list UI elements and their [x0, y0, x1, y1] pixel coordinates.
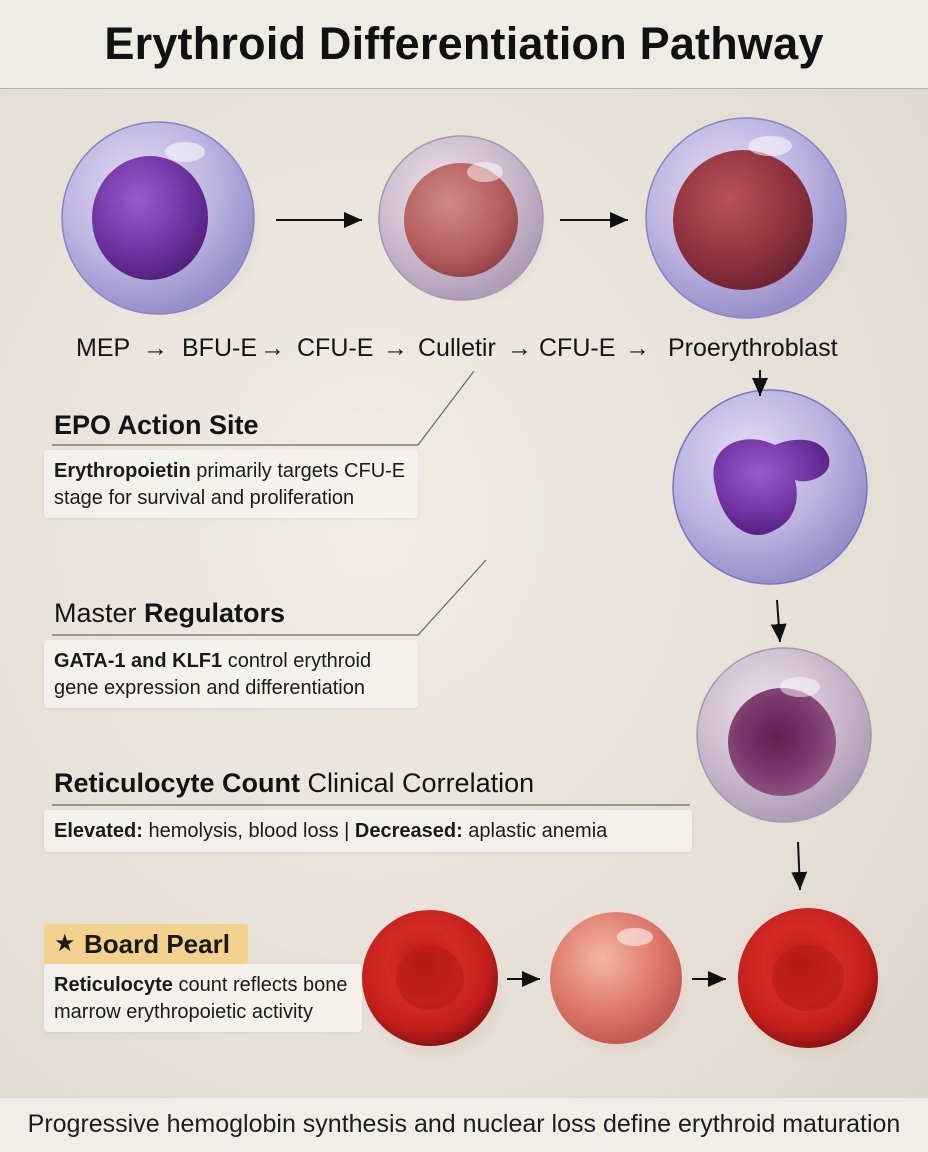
cell-reticulocyte	[550, 912, 688, 1057]
stage-label: Culletir	[418, 334, 496, 362]
regulators-box: GATA-1 and KLF1 control erythroid gene ex…	[44, 640, 418, 708]
epo-term: Erythropoietin	[54, 460, 191, 482]
epo-text: Erythropoietin primarily targets CFU-E st…	[54, 458, 405, 512]
regulators-term: GATA-1 and KLF1	[54, 650, 223, 672]
decreased-label: Decreased:	[354, 820, 463, 842]
retic-text: Elevated: hemolysis, blood loss | Decrea…	[54, 818, 607, 845]
board-pearl-title: Board Pearl	[84, 929, 230, 959]
board-pearl-box: Reticulocyte count reflects bone marrow e…	[44, 964, 362, 1032]
arrow-4	[770, 599, 787, 643]
epo-box: Erythropoietin primarily targets CFU-E st…	[44, 450, 418, 518]
cell-orthochromatic	[696, 647, 872, 823]
epo-text-line2: stage for survival and proliferation	[54, 487, 355, 509]
pearl-term: Reticulocyte	[54, 974, 173, 996]
stage-label: MEP	[76, 334, 131, 362]
regulators-heading: Master Regulators	[54, 598, 285, 629]
board-pearl-badge: ★ Board Pearl	[44, 924, 248, 964]
regulators-title-normal: Master	[54, 598, 145, 628]
epo-title: EPO Action Site	[54, 410, 259, 440]
arrow-5	[791, 841, 808, 891]
retic-title-normal: Clinical Correlation	[300, 768, 535, 798]
retic-title-bold: Reticulocyte Count	[54, 768, 301, 798]
footer-bar: Progressive hemoglobin synthesis and nuc…	[0, 1098, 928, 1152]
board-pearl-text: Reticulocyte count reflects bone marrow e…	[54, 972, 348, 1026]
stage-label: BFU-E	[182, 334, 257, 362]
regulators-text-rest: control erythroid	[222, 650, 372, 672]
cell-rbc-left	[362, 910, 508, 1063]
cell-rbc-right	[738, 908, 886, 1063]
cell-bfu-e	[378, 135, 550, 307]
retic-heading: Reticulocyte Count Clinical Correlation	[54, 768, 534, 799]
stage-sequence: MEP → BFU-E → CFU-E → Culletir → CFU-E →…	[0, 334, 928, 368]
epo-text-rest: primarily targets CFU-E	[190, 460, 406, 482]
stage-label: CFU-E	[539, 334, 616, 362]
elevated-label: Elevated:	[54, 820, 143, 842]
seq-arrow: →	[507, 334, 532, 362]
stage-label: Proerythroblast	[668, 334, 838, 362]
seq-arrow: →	[143, 334, 168, 362]
leader-epo	[52, 370, 475, 446]
pearl-text-line2: marrow erythropoietic activity	[54, 1001, 313, 1023]
stage-label: CFU-E	[297, 334, 374, 362]
epo-heading: EPO Action Site	[54, 410, 259, 441]
seq-arrow: →	[625, 334, 650, 362]
cell-proerythroblast	[645, 117, 853, 322]
cell-erythroblast	[672, 389, 870, 586]
star-icon: ★	[54, 930, 76, 957]
retic-box: Elevated: hemolysis, blood loss | Decrea…	[44, 810, 692, 852]
regulators-text-line2: gene expression and differentiation	[54, 677, 365, 699]
seq-arrow: →	[260, 334, 285, 362]
leader-regulators	[52, 559, 487, 636]
title-bar: Erythroid Differentiation Pathway	[0, 0, 928, 89]
pearl-text-rest: count reflects bone	[172, 974, 348, 996]
regulators-title-bold: Regulators	[144, 598, 286, 628]
regulators-text: GATA-1 and KLF1 control erythroid gene ex…	[54, 648, 371, 702]
cell-mep	[61, 121, 265, 322]
seq-arrow: →	[383, 334, 408, 362]
footer-caption: Progressive hemoglobin synthesis and nuc…	[27, 1110, 901, 1138]
decreased-text: aplastic anemia	[462, 820, 608, 842]
elevated-text: hemolysis, blood loss |	[142, 820, 355, 842]
page-title: Erythroid Differentiation Pathway	[104, 18, 824, 69]
